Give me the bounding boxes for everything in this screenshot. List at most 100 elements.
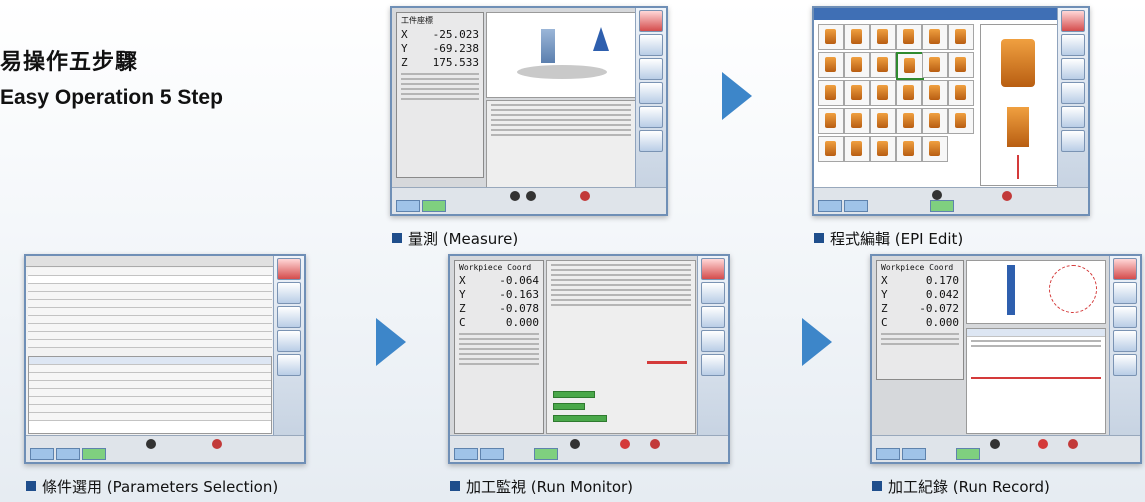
play-icon[interactable] [990,439,1000,449]
side-button[interactable] [1113,306,1137,328]
measure-coord-header: 工件座標 [401,16,433,25]
caption-square-icon [872,481,882,491]
record-icon[interactable] [620,439,630,449]
cross-icon[interactable] [1113,258,1137,280]
bottom-tab[interactable] [454,448,478,460]
progress-bar [553,403,585,410]
record-coord-header: Workpiece Coord [881,263,954,272]
measure-x-row: X-25.023 [401,28,479,41]
stop-icon[interactable] [526,191,536,201]
power-icon[interactable] [1068,439,1078,449]
bottom-tab[interactable] [930,200,954,212]
bottom-tab[interactable] [534,448,558,460]
record-icon[interactable] [1038,439,1048,449]
bottom-tab[interactable] [56,448,80,460]
power-icon[interactable] [580,191,590,201]
bottom-tab[interactable] [480,448,504,460]
side-button[interactable] [701,354,725,376]
side-button[interactable] [1061,34,1085,56]
side-button[interactable] [639,58,663,80]
heading-zh: 易操作五步驟 [0,50,139,75]
side-button[interactable] [1061,106,1085,128]
bottom-tab[interactable] [844,200,868,212]
bottom-tab[interactable] [902,448,926,460]
progress-bar [553,415,607,422]
epi-preview [980,24,1058,186]
progress-bar [553,391,595,398]
bottom-tab[interactable] [30,448,54,460]
side-button[interactable] [1113,330,1137,352]
cross-icon[interactable] [1061,10,1085,32]
parameters-lower-table [28,356,272,434]
side-button[interactable] [277,282,301,304]
parameters-screenshot [24,254,306,464]
caption-square-icon [26,481,36,491]
side-button[interactable] [277,354,301,376]
caption-epi-edit: 程式編輯 (EPI Edit) [814,228,963,249]
caption-measure: 量測 (Measure) [392,228,518,249]
side-button[interactable] [639,34,663,56]
record-log-panel [966,328,1106,434]
power-icon[interactable] [212,439,222,449]
caption-square-icon [814,233,824,243]
record-chart-panel [966,260,1106,324]
bottom-tab[interactable] [422,200,446,212]
side-button[interactable] [277,306,301,328]
side-button[interactable] [639,82,663,104]
caption-square-icon [392,233,402,243]
bottom-tab[interactable] [396,200,420,212]
bottom-tab[interactable] [956,448,980,460]
power-icon[interactable] [650,439,660,449]
bottom-tab[interactable] [82,448,106,460]
measure-bottom-bar [392,187,666,214]
side-button[interactable] [639,106,663,128]
power-icon[interactable] [1002,191,1012,201]
measure-3d-view [486,12,636,98]
bottom-tab[interactable] [818,200,842,212]
cross-icon[interactable] [701,258,725,280]
monitor-bottom-bar [450,435,728,462]
side-button[interactable] [701,330,725,352]
heading: 易操作五步驟 Easy Operation 5 Step [0,44,223,110]
bottom-tab[interactable] [876,448,900,460]
side-button[interactable] [701,282,725,304]
parameters-bottom-bar [26,435,304,462]
monitor-coord-box: Workpiece Coord X-0.064 Y-0.163 Z-0.078 … [454,260,544,434]
side-button[interactable] [1113,282,1137,304]
play-icon[interactable] [146,439,156,449]
monitor-sidebar [697,256,728,436]
cross-icon[interactable] [639,10,663,32]
play-icon[interactable] [932,190,942,200]
cross-icon[interactable] [277,258,301,280]
caption-run-monitor: 加工監視 (Run Monitor) [450,476,633,497]
side-button[interactable] [701,306,725,328]
side-button[interactable] [639,130,663,152]
side-button[interactable] [1061,82,1085,104]
caption-parameters: 條件選用 (Parameters Selection) [26,476,278,497]
epi-edit-screenshot [812,6,1090,216]
side-button[interactable] [277,330,301,352]
play-icon[interactable] [570,439,580,449]
arrow-right-icon [722,72,752,120]
side-button[interactable] [1113,354,1137,376]
caption-square-icon [450,481,460,491]
parameters-upper-table [28,268,272,352]
parameters-sidebar [273,256,304,436]
play-icon[interactable] [510,191,520,201]
record-sidebar [1109,256,1140,436]
record-z-row: Z-0.072 [881,302,959,315]
measure-sidebar [635,8,666,188]
epi-bottom-bar [814,187,1088,214]
side-button[interactable] [1061,130,1085,152]
monitor-y-row: Y-0.163 [459,288,539,301]
side-button[interactable] [1061,58,1085,80]
monitor-coord-header: Workpiece Coord [459,263,532,272]
